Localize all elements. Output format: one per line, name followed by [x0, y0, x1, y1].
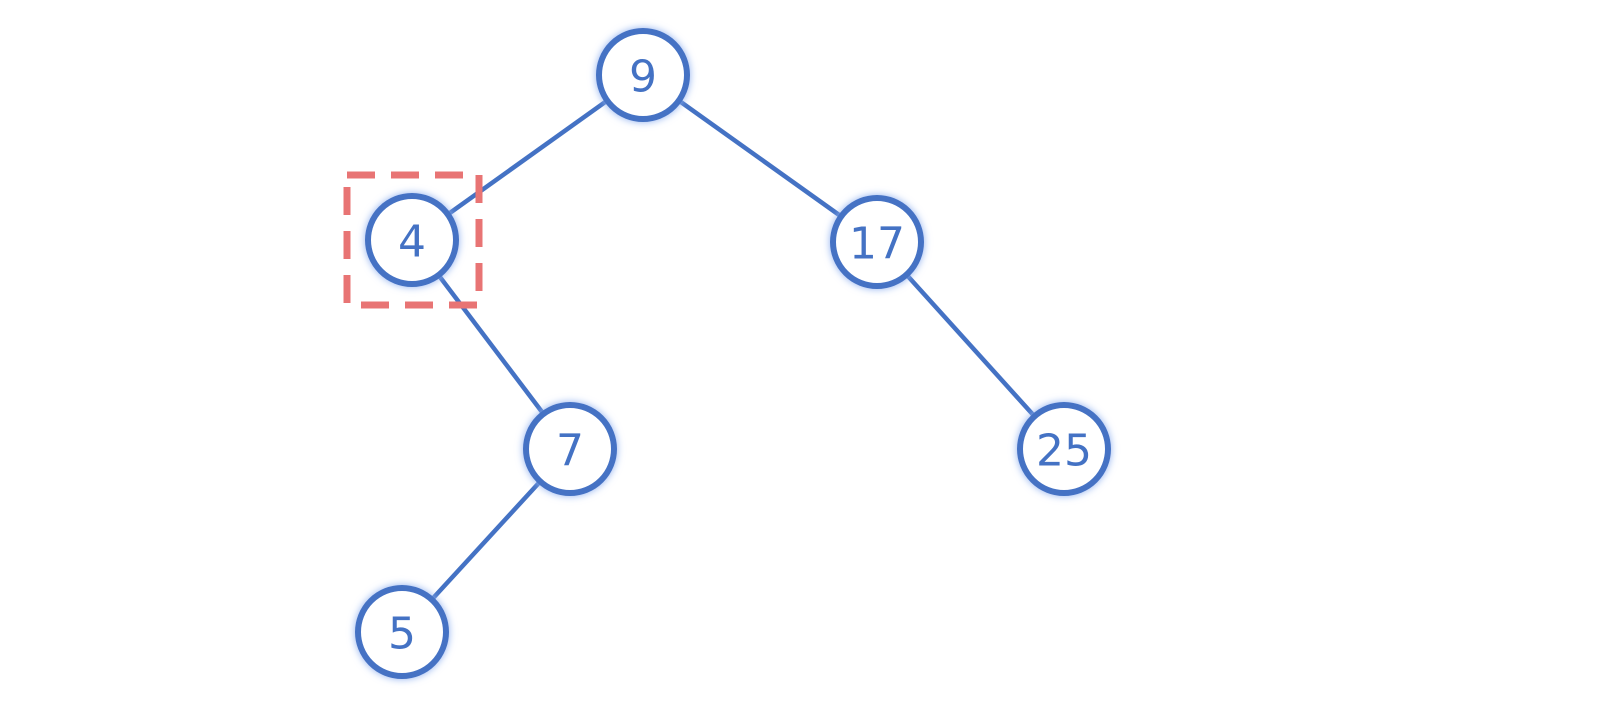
tree-node-4: 4 — [365, 193, 459, 287]
node-circle — [365, 193, 459, 287]
edge-n9-n4 — [410, 73, 645, 242]
node-label: 7 — [556, 426, 584, 477]
tree-node-17: 17 — [830, 195, 924, 289]
node-circle — [355, 585, 449, 679]
tree-node-7: 7 — [523, 402, 617, 496]
node-circle — [830, 195, 924, 289]
node-label: 4 — [398, 217, 426, 268]
highlight-box — [343, 171, 483, 309]
tree-node-5: 5 — [355, 585, 449, 679]
node-label: 17 — [849, 219, 905, 270]
node-label: 25 — [1036, 426, 1092, 477]
node-label: 9 — [629, 52, 657, 103]
node-circle — [596, 28, 690, 122]
tree-node-25: 25 — [1017, 402, 1111, 496]
tree-node-9: 9 — [596, 28, 690, 122]
edge-n9-n17 — [641, 73, 879, 244]
node-label: 5 — [388, 609, 416, 660]
node-circle — [1017, 402, 1111, 496]
node-circle — [523, 402, 617, 496]
